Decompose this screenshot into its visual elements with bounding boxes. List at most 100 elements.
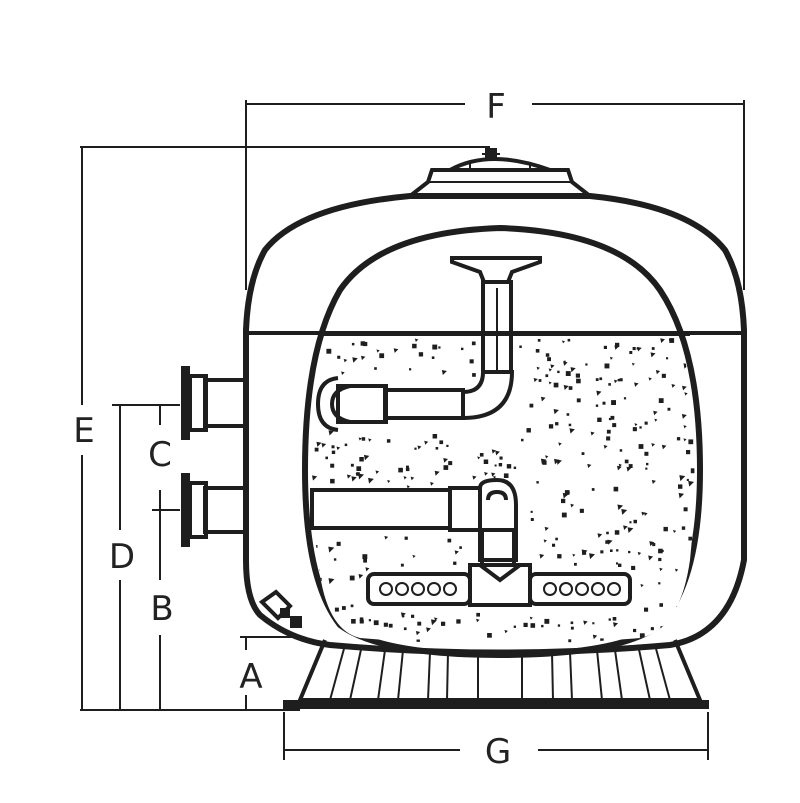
sand-grain (363, 558, 367, 563)
sand-grain (426, 627, 431, 633)
sand-grain (617, 378, 620, 382)
sand-grain (386, 439, 391, 443)
sand-grain (341, 371, 345, 375)
sand-grain (636, 347, 639, 350)
sand-grain (644, 451, 649, 456)
sand-grain (431, 619, 437, 626)
sand-grain (660, 626, 664, 629)
sand-grain (400, 612, 406, 618)
sand-grain (646, 462, 649, 466)
sand-grain (690, 468, 695, 474)
sand-grain (618, 463, 622, 467)
sand-grain (441, 621, 446, 626)
sand-grain (547, 357, 551, 362)
sand-grain (650, 627, 654, 631)
sand-grain (572, 553, 576, 557)
sand-grain (631, 362, 635, 366)
sand-grain (513, 625, 516, 628)
sand-grain (484, 471, 488, 476)
sand-grain (576, 378, 581, 384)
sand-grain (472, 475, 477, 480)
sand-grain (643, 512, 648, 516)
sand-grain (404, 536, 408, 540)
dimension-label-a: A (239, 657, 262, 697)
sand-grain (553, 408, 559, 415)
sand-grain (592, 634, 598, 640)
sand-grain (570, 626, 574, 630)
sand-grain (610, 415, 615, 420)
sand-grain (618, 563, 622, 567)
sand-grain (412, 554, 416, 559)
sand-grain (491, 449, 496, 454)
sand-grain (565, 491, 571, 497)
sand-grain (342, 606, 346, 610)
sand-grain (613, 622, 619, 628)
sand-grain (331, 445, 335, 449)
sand-grain (543, 539, 547, 543)
sand-grain (321, 442, 327, 448)
sand-grain (417, 621, 422, 626)
sand-grain (360, 341, 365, 346)
sand-grain (553, 382, 559, 388)
dimension-label-g: G (485, 732, 511, 772)
sand-grain (612, 423, 617, 428)
sand-grain (669, 633, 674, 639)
sand-grain (683, 425, 687, 429)
sand-grain (359, 619, 364, 624)
sand-grain (368, 619, 371, 622)
sand-grain (561, 512, 567, 518)
sand-grain (603, 445, 608, 449)
sand-grain (434, 470, 440, 476)
sand-grain (393, 348, 399, 353)
sand-grain (576, 398, 581, 403)
sand-grain (644, 607, 649, 612)
sand-grain (334, 607, 339, 612)
sand-grain (503, 473, 509, 478)
sand-grain (431, 356, 435, 359)
sand-grain (661, 549, 664, 552)
sand-grain (673, 529, 677, 534)
sand-grain (536, 481, 539, 484)
sand-grain (654, 418, 658, 422)
sand-grain (535, 349, 540, 353)
sand-grain (550, 364, 555, 369)
sand-grain (663, 630, 666, 633)
sand-grain (678, 492, 685, 499)
dimension-lines (80, 100, 745, 760)
sand-grain (619, 378, 623, 382)
sand-grain (362, 554, 368, 560)
sand-grain (614, 530, 620, 535)
lower-flange-connection (181, 473, 249, 547)
sand-grain (350, 604, 354, 608)
sand-grain (691, 347, 695, 352)
sand-grain (611, 400, 616, 405)
sand-grain (388, 623, 393, 628)
sand-grain (416, 639, 420, 643)
sand-grain (658, 398, 664, 403)
sand-grain (504, 629, 508, 634)
sand-grain (548, 368, 552, 372)
sand-grain (374, 367, 377, 370)
tank-cutaway (301, 224, 704, 659)
sand-grain (530, 623, 536, 628)
dimension-label-d: D (109, 537, 135, 577)
sand-grain (606, 531, 609, 535)
drain-valve (258, 589, 302, 628)
sand-grain (555, 537, 558, 541)
sand-grain (494, 464, 497, 467)
sand-grain (557, 554, 562, 559)
sand-grain (570, 367, 576, 373)
sand-grain (530, 518, 534, 521)
sand-grain (557, 370, 560, 374)
sand-grain (328, 546, 335, 553)
sand-grain (351, 476, 357, 482)
sand-grain (461, 347, 464, 351)
sand-grain (585, 363, 588, 366)
sand-grain (669, 338, 675, 343)
sand-grain (639, 633, 645, 639)
sand-grain (661, 373, 666, 378)
sand-grain (316, 441, 322, 447)
sand-grain (566, 413, 570, 416)
sand-grain (447, 538, 452, 543)
